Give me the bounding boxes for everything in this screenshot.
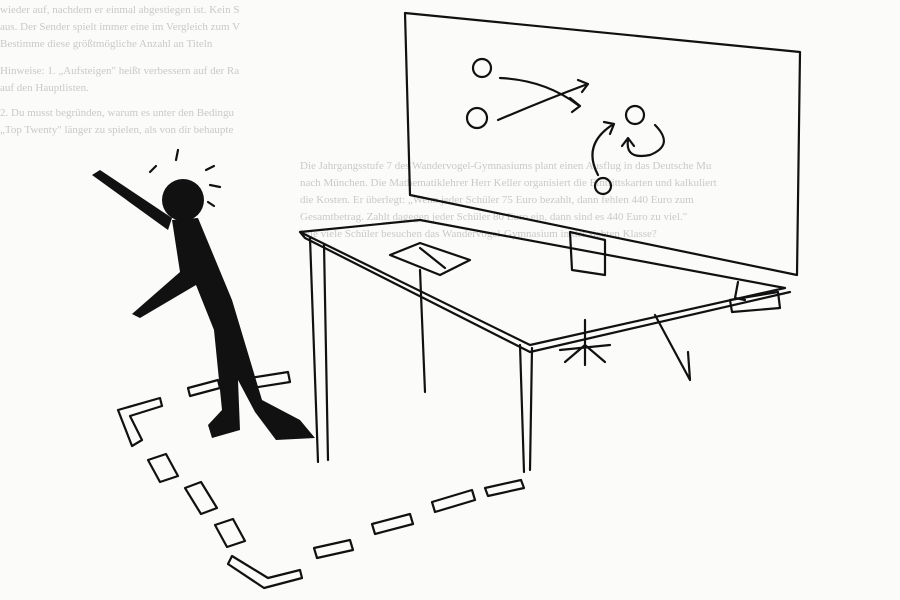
tape-strip <box>430 488 477 514</box>
arrow-icon <box>498 76 582 114</box>
figure-head <box>162 179 204 221</box>
bleed-line: Gesamtbetrag. Zahlt dagegen jeder Schüle… <box>300 211 688 223</box>
bleed-line: wieder auf, nachdem er einmal abgestiege… <box>0 4 240 16</box>
tape-strip <box>483 478 526 498</box>
bleed-line: Wie viele Schüler besuchen das Wandervog… <box>300 228 657 240</box>
circle-mark <box>465 106 489 130</box>
circle-mark <box>624 104 646 126</box>
bleed-line: auf den Hauptlisten. <box>0 82 89 94</box>
bleed-through-text-right: Die Jahrgangsstufe 7 des Wandervogel-Gym… <box>300 158 717 243</box>
bleed-line: die Kosten. Er überlegt: „Wenn jeder Sch… <box>300 194 694 206</box>
tape-strip <box>186 378 222 398</box>
tape-strip <box>312 538 355 560</box>
arrow-icon <box>591 120 616 177</box>
whiteboard-frame <box>403 11 802 277</box>
table-top <box>298 218 792 354</box>
bleed-line: Hinweise: 1. „Aufsteigen" heißt verbesse… <box>0 65 240 77</box>
tape-corner <box>226 554 304 590</box>
tape-strip <box>370 512 415 536</box>
bleed-line: Die Jahrgangsstufe 7 des Wandervogel-Gym… <box>300 160 712 172</box>
bleed-through-text-left: wieder auf, nachdem er einmal abgestiege… <box>0 2 240 139</box>
stick-figure <box>92 148 315 440</box>
figure-raised-arm <box>92 170 172 230</box>
arrow-icon <box>496 78 590 122</box>
whiteboard <box>403 11 802 277</box>
floor-tape-marks <box>116 370 526 590</box>
circle-mark <box>471 57 493 79</box>
monitor <box>568 230 607 277</box>
office-chair <box>558 318 612 367</box>
table-leg <box>308 236 330 464</box>
box <box>728 280 782 314</box>
figure-body <box>132 218 315 440</box>
table <box>298 218 792 474</box>
tape-corner <box>116 396 164 448</box>
tape-strip <box>183 480 219 516</box>
circle-mark <box>593 176 613 196</box>
bleed-line: „Top Twenty" länger zu spielen, als von … <box>0 124 234 136</box>
bleed-line: nach München. Die Mathematiklehrer Herr … <box>300 177 717 189</box>
tape-strip <box>146 452 180 484</box>
table-leg <box>653 313 692 382</box>
arrow-icon <box>620 123 665 158</box>
table-leg <box>418 268 427 394</box>
tape-strip <box>213 517 247 549</box>
sweat-marks <box>148 148 222 208</box>
bleed-line: aus. Der Sender spielt immer eine im Ver… <box>0 21 241 33</box>
tape-strip <box>248 370 292 390</box>
open-book <box>388 241 472 277</box>
table-leg <box>518 343 534 474</box>
bleed-line: 2. Du musst begründen, warum es unter de… <box>0 107 235 119</box>
bleed-line: Bestimme diese größtmögliche Anzahl an T… <box>0 38 213 50</box>
